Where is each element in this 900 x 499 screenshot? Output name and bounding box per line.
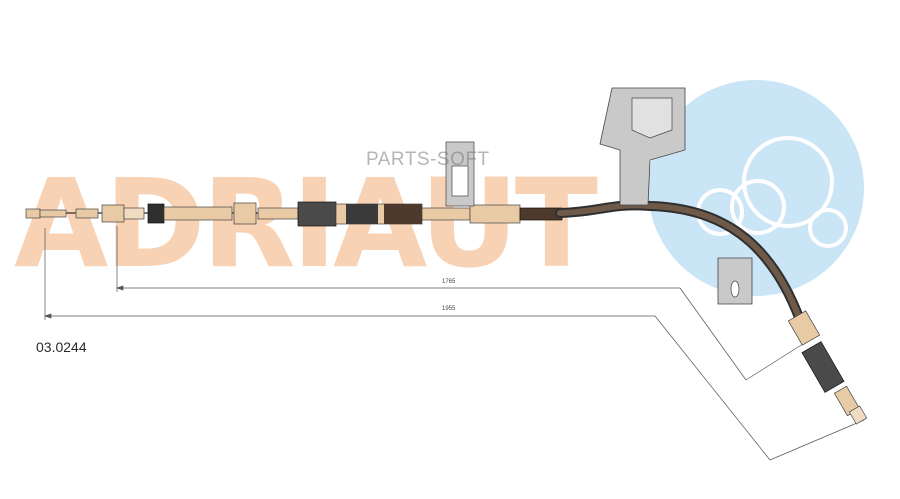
brand-circles-logo: [648, 80, 864, 296]
watermark-label: PARTS-SOFT: [366, 149, 490, 170]
part-number-label: 03.0244: [36, 339, 87, 355]
dimension-lines: [43, 226, 865, 461]
dimension-label-short: 1765: [442, 279, 456, 285]
dimension-label-long: 1955: [442, 306, 456, 312]
mounting-brackets: [445, 87, 753, 305]
cable-assembly: [25, 200, 868, 425]
